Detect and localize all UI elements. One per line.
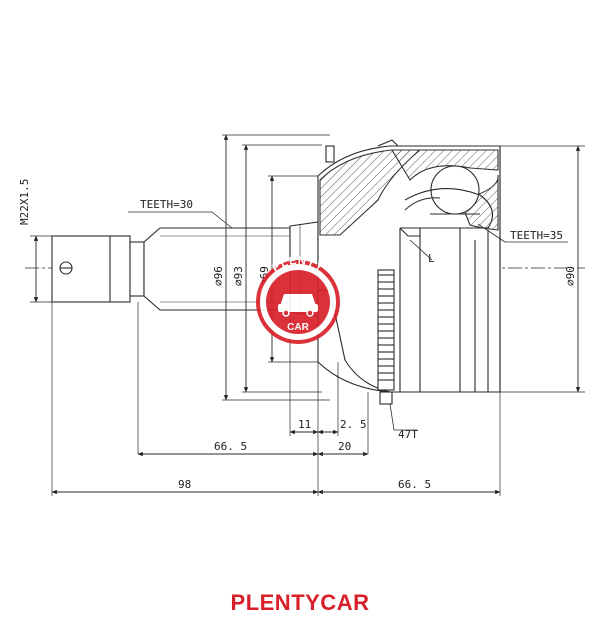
dim-47t-label: 47T	[398, 428, 418, 441]
dim-66-5-left-label: 66. 5	[214, 440, 247, 453]
footer-brand: PLENTYCAR	[230, 590, 370, 615]
svg-text:PLENTY: PLENTY	[270, 255, 326, 275]
watermark-top-text: PLENTY	[270, 255, 325, 275]
dimension-lines	[33, 134, 581, 495]
dim-20-label: 20	[338, 440, 351, 453]
dim-98-label: 98	[178, 478, 191, 491]
extension-lines	[30, 134, 585, 496]
diameter-96-label: ⌀96	[212, 266, 225, 286]
ball-cage	[399, 165, 494, 237]
outer-teeth-label: TEETH=35	[510, 229, 563, 242]
shaft-teeth-label: TEETH=30	[140, 198, 193, 211]
abs-tone-ring	[377, 269, 395, 405]
clamp-nub	[325, 145, 335, 163]
dim-2-5-label: 2. 5	[340, 418, 367, 431]
plentycar-watermark-badge: PLENTY CAR	[256, 255, 340, 344]
thread-label: M22X1.5	[18, 179, 31, 225]
car-icon	[278, 294, 318, 317]
threaded-stub	[51, 235, 145, 303]
diameter-93-label: ⌀93	[232, 266, 245, 286]
dim-66-5-right-label: 66. 5	[398, 478, 431, 491]
watermark-bottom-text: CAR	[287, 322, 309, 333]
dim-11-label: 11	[298, 418, 311, 431]
diameter-90-label: ⌀90	[564, 266, 577, 286]
marker-l-label: L	[428, 252, 435, 265]
leader-lines	[128, 211, 568, 431]
